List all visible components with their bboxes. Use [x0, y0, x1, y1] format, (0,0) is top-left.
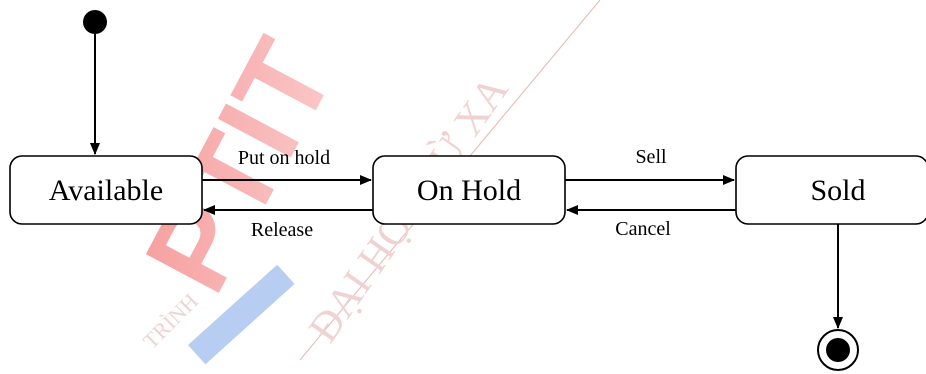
initial-state-node: [83, 10, 107, 34]
state-available: Available: [9, 155, 203, 225]
transition-release-label: Release: [251, 219, 313, 241]
final-state-node: [817, 329, 859, 371]
state-available-label: Available: [49, 174, 163, 207]
watermark-blue-bar: [188, 264, 295, 365]
state-on-hold: On Hold: [372, 155, 566, 225]
state-on-hold-label: On Hold: [417, 174, 521, 207]
state-sold-label: Sold: [810, 174, 865, 207]
state-sold: Sold: [735, 155, 926, 225]
transition-cancel-label: Cancel: [615, 218, 671, 240]
transition-put-on-hold-label: Put on hold: [238, 147, 330, 169]
transition-sell-label: Sell: [635, 146, 667, 168]
